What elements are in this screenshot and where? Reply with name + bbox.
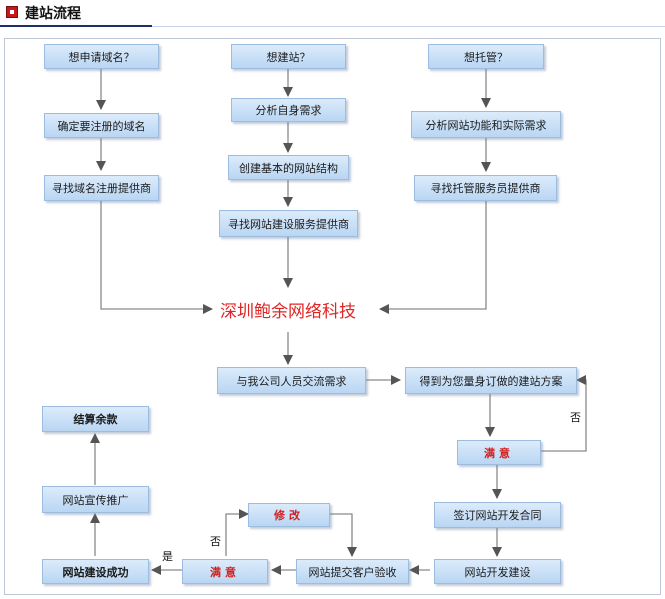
flowchart-frame — [4, 38, 661, 595]
create-structure-box: 创建基本的网站结构 — [228, 155, 349, 180]
sign-contract-box: 签订网站开发合同 — [434, 502, 561, 528]
settle-balance-box: 结算余款 — [42, 406, 149, 432]
submit-acceptance-box: 网站提交客户验收 — [296, 559, 409, 584]
arrow-registrar-to-company — [100, 201, 213, 314]
host-question-box: 想托管？ — [428, 44, 544, 69]
domain-question-box: 想申请域名？ — [44, 44, 159, 69]
site-question-box: 想建站？ — [231, 44, 346, 69]
custom-plan-box: 得到为您量身订做的建站方案 — [405, 367, 577, 394]
no-label-2: 否 — [210, 535, 221, 548]
find-registrar-box: 寻找域名注册提供商 — [44, 175, 159, 201]
header-underline — [0, 25, 152, 27]
header-bullet-icon — [6, 6, 18, 18]
company-name-label: 深圳鲍余网络科技 — [220, 302, 356, 322]
modify-box: 修改 — [248, 503, 330, 527]
arrow-modify-to-submit — [330, 513, 357, 557]
arrow-host-provider-to-company — [379, 201, 487, 314]
exchange-needs-box: 与我公司人员交流需求 — [217, 367, 366, 394]
yes-label: 是 — [162, 550, 173, 563]
arrow-satisfied-no-to-plan — [541, 375, 587, 452]
analyze-needs-box: 分析自身需求 — [231, 98, 346, 122]
find-builder-box: 寻找网站建设服务提供商 — [219, 210, 358, 237]
header-divider — [152, 26, 665, 27]
find-host-provider-box: 寻找托管服务员提供商 — [414, 175, 557, 201]
satisfied-decision-1: 满意 — [457, 440, 541, 465]
page-title: 建站流程 — [25, 6, 81, 22]
no-label-1: 否 — [570, 411, 581, 424]
confirm-domain-box: 确定要注册的域名 — [44, 113, 159, 138]
header-bar: 建站流程 — [0, 0, 665, 27]
satisfied-decision-2: 满意 — [182, 559, 268, 584]
analyze-function-box: 分析网站功能和实际需求 — [411, 111, 561, 138]
arrow-satisfied-no-to-modify — [225, 509, 249, 556]
develop-box: 网站开发建设 — [434, 559, 561, 584]
promote-box: 网站宣传推广 — [42, 486, 149, 513]
success-box: 网站建设成功 — [42, 559, 149, 584]
